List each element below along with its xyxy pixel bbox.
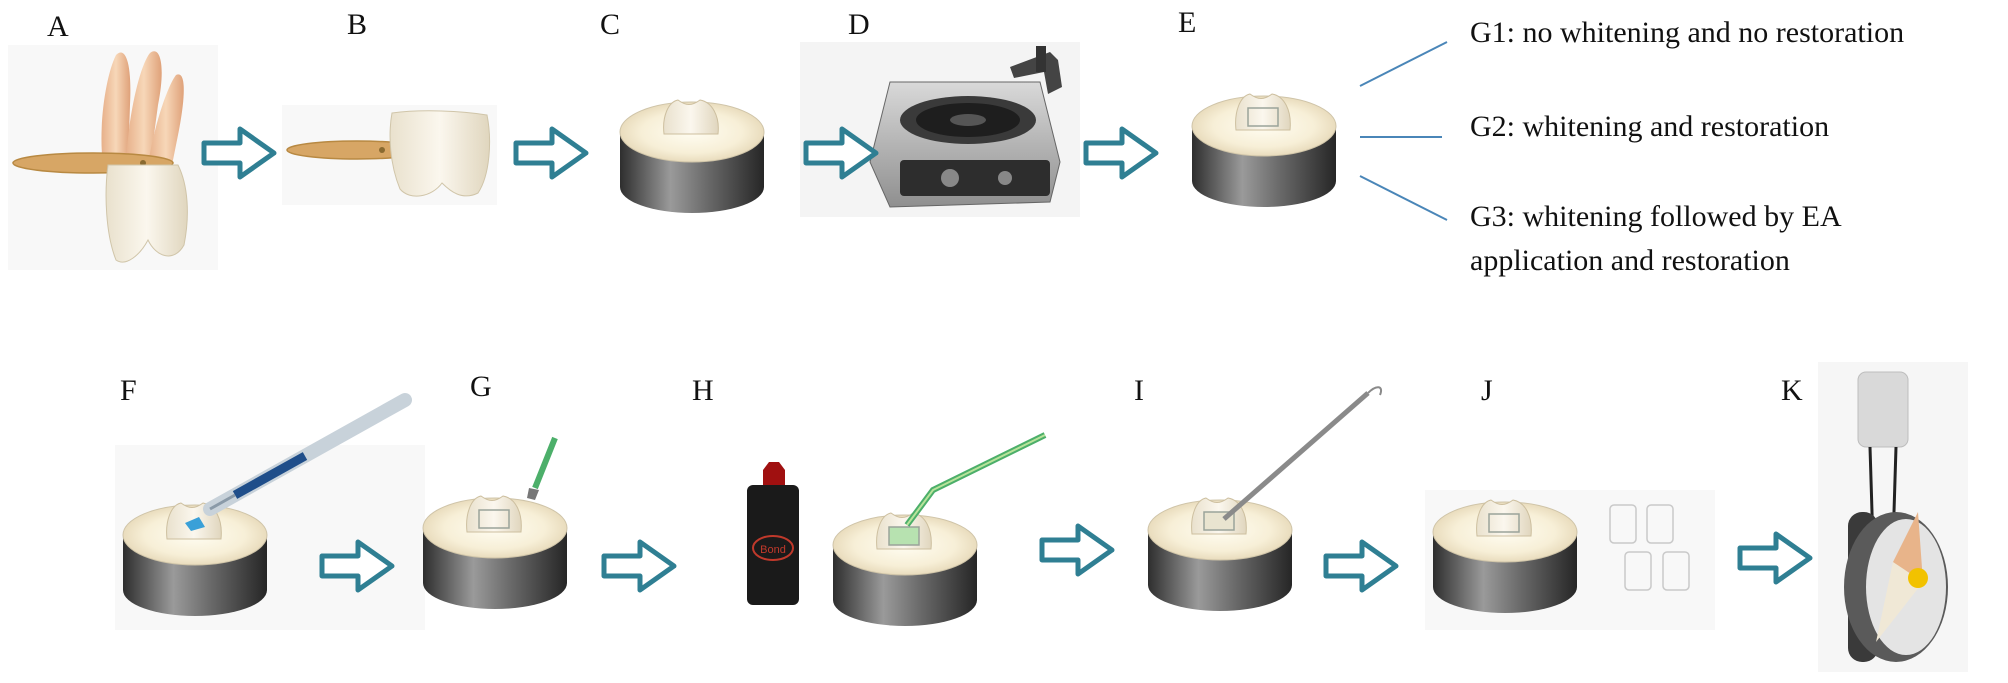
step-label-c: C xyxy=(600,8,621,41)
arrow-d-to-e xyxy=(1083,126,1159,180)
arrow-a-to-b xyxy=(201,126,277,180)
step-label-f: F xyxy=(120,374,137,407)
figure-a-tooth-disc xyxy=(8,45,218,270)
arrow-g-to-h xyxy=(601,539,677,593)
arrow-j-to-k xyxy=(1737,531,1813,585)
figure-f-whitening-gel xyxy=(115,393,425,630)
arrow-i-to-j xyxy=(1323,539,1399,593)
step-label-a: A xyxy=(47,10,69,43)
step-label-h: H xyxy=(692,374,714,407)
step-label-i: I xyxy=(1134,374,1144,407)
step-label-k: K xyxy=(1781,374,1803,407)
group-g1-text: G1: no whitening and no restoration xyxy=(1470,16,1905,49)
bond-bottle-label: Bond xyxy=(760,544,786,556)
figure-i-restoration xyxy=(1147,386,1382,611)
arrow-b-to-c xyxy=(513,126,589,180)
figure-b-crown-disc xyxy=(282,105,497,205)
group-g2-text: G2: whitening and restoration xyxy=(1470,110,1830,143)
figure-h-bond-application: Bond xyxy=(747,432,1047,626)
arrow-f-to-g xyxy=(319,539,395,593)
group-g3-text-line1: G3: whitening followed by EA xyxy=(1470,200,1842,233)
figure-j-sectioning xyxy=(1425,490,1715,630)
step-label-b: B xyxy=(347,8,368,41)
group-g3-text-line2: application and restoration xyxy=(1470,244,1790,277)
figure-g-brush xyxy=(422,436,568,609)
figure-c-embedded-tooth xyxy=(619,99,765,213)
group-connector-lines xyxy=(1359,41,1448,221)
figure-k-bond-strength-test xyxy=(1818,362,1968,672)
figure-e-sectioned-tooth xyxy=(1191,93,1337,207)
step-label-e: E xyxy=(1178,6,1197,39)
arrow-c-to-d xyxy=(803,126,879,180)
step-label-j: J xyxy=(1481,374,1493,407)
arrow-h-to-i xyxy=(1039,523,1115,577)
step-label-g: G xyxy=(470,370,492,403)
step-label-d: D xyxy=(848,8,870,41)
